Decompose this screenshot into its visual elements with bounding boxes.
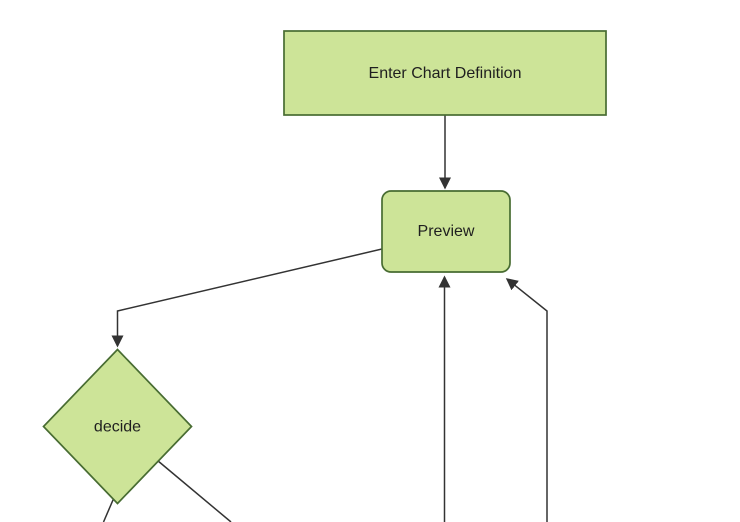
node-preview-shape bbox=[381, 190, 511, 273]
node-decide: decide bbox=[42, 348, 193, 505]
edge-preview-to-decide bbox=[111, 248, 383, 348]
node-decide-label: decide bbox=[94, 419, 141, 436]
node-preview: Preview bbox=[381, 190, 511, 273]
node-preview-label: Preview bbox=[418, 223, 475, 240]
edge-bottom-to-preview-corner bbox=[505, 278, 548, 522]
node-enter-chart-definition-label: Enter Chart Definition bbox=[369, 65, 522, 82]
edges-layer bbox=[102, 115, 548, 522]
edge-decide-to-offscreen-right bbox=[157, 459, 232, 522]
node-decide-shape bbox=[42, 348, 193, 505]
nodes-layer: Enter Chart Definition Preview decide bbox=[42, 30, 607, 505]
edge-decide-to-offscreen-left bbox=[102, 496, 116, 522]
node-enter-chart-definition: Enter Chart Definition bbox=[283, 30, 607, 116]
node-enter-chart-definition-shape bbox=[283, 30, 607, 116]
